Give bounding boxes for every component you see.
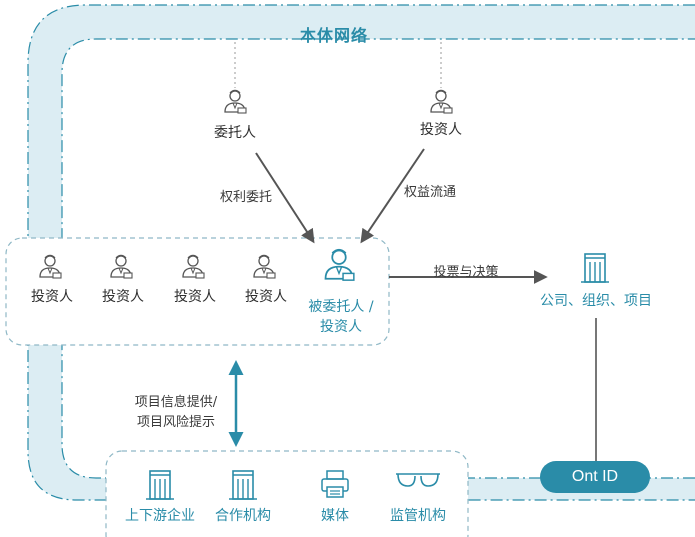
vote-decision-label: 投票与决策 — [433, 265, 499, 280]
trustee-label-line2: 投资人 — [320, 319, 362, 335]
investor-2-label: 投资人 — [102, 289, 144, 305]
partner-building-icon — [228, 470, 258, 500]
ont-id-pill: Ont ID — [540, 461, 650, 493]
top-investor-label: 投资人 — [420, 122, 462, 138]
interest-circulation-label: 权益流通 — [403, 185, 457, 200]
interest-arrow — [360, 148, 425, 244]
media-label: 媒体 — [321, 508, 349, 524]
company-building-icon — [580, 253, 610, 283]
upstream-enterprise-building-icon — [145, 470, 175, 500]
regulator-label: 监管机构 — [390, 508, 446, 524]
company-label: 公司、组织、项目 — [540, 293, 652, 309]
investor-4-label: 投资人 — [245, 289, 287, 305]
trustee-person-icon — [324, 248, 355, 281]
upstream-enterprise-label: 上下游企业 — [125, 508, 195, 524]
investor-group-box — [5, 237, 390, 346]
trustee-label-line1: 被委托人 / — [308, 299, 374, 315]
investor-1-label: 投资人 — [31, 289, 73, 305]
partner-institution-label: 合作机构 — [215, 508, 271, 524]
rights-arrow — [255, 152, 315, 244]
printer-icon — [321, 470, 349, 498]
glasses-icon — [396, 473, 440, 487]
rights-delegation-label: 权利委托 — [219, 190, 273, 205]
top-investor-person-icon — [430, 89, 453, 114]
parties-box — [105, 450, 469, 537]
investor-3-label: 投资人 — [174, 289, 216, 305]
delegator-person-icon — [224, 89, 247, 114]
info-label-line2: 项目风险提示 — [136, 415, 216, 430]
network-title: 本体网络 — [299, 26, 369, 45]
network-band-outer-edge — [27, 4, 695, 501]
info-label-line1: 项目信息提供/ — [134, 395, 218, 410]
delegator-label: 委托人 — [214, 125, 256, 141]
